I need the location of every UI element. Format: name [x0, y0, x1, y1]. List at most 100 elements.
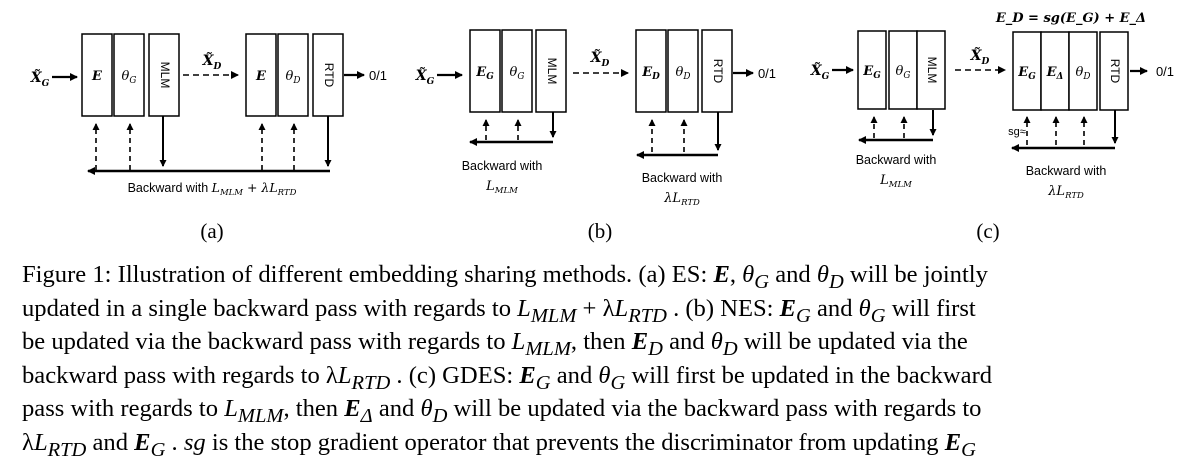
discriminator-block-1	[1012, 31, 1042, 111]
caption-math-sub: D	[722, 337, 738, 360]
caption-text: and	[810, 294, 859, 322]
caption-math: + λ	[576, 294, 615, 322]
generator-block-1	[857, 30, 887, 110]
caption-line-2: updated in a single backward pass with r…	[22, 292, 1184, 327]
caption-line-3: be updated via the backward pass with re…	[22, 325, 1184, 360]
caption-text: will first	[885, 294, 976, 322]
caption-math: λ	[22, 428, 34, 456]
generator-block-2-label: θG	[122, 69, 137, 86]
caption-math: E	[713, 261, 730, 288]
discriminator-block-1	[635, 29, 667, 113]
generator-block-2-label: θG	[896, 64, 911, 81]
discriminator-block-4-label: RTD	[1108, 59, 1122, 84]
caption-math-sub: G	[754, 270, 770, 293]
discriminator-block-3-label: θD	[1076, 65, 1091, 82]
backward-label: Backward with LMLM + λLRTD	[128, 180, 297, 198]
caption-math: sg	[183, 428, 206, 456]
caption-line-4: backward pass with regards to λLRTD . (c…	[22, 359, 1184, 394]
stop-gradient-label: sg≈	[1008, 126, 1026, 138]
caption-math: L	[224, 395, 238, 422]
caption-math: E	[779, 294, 797, 322]
discriminator-backward-label-line2: λLRTD	[1047, 184, 1084, 201]
caption-math-sub: MLM	[530, 304, 577, 327]
caption-math: L	[517, 294, 531, 322]
caption-text: and	[662, 328, 711, 355]
caption-math-sub: MLM	[525, 337, 571, 360]
caption-text: pass with regards to	[22, 395, 225, 422]
panel-label-b: (b)	[588, 219, 613, 243]
caption-math: L	[337, 361, 352, 389]
generator-block-1-label: EG	[475, 65, 494, 82]
generator-block-3	[535, 29, 567, 113]
caption-line-1: Figure 1: Illustration of different embe…	[22, 258, 1184, 293]
caption-math: θ	[858, 294, 871, 322]
caption-text: , then	[570, 328, 632, 355]
figure-caption: Figure 1: Illustration of different embe…	[22, 258, 1184, 461]
caption-math-sub: G	[796, 304, 811, 327]
caption-math-sub: G	[870, 304, 886, 327]
caption-math: θ	[598, 361, 611, 389]
generator-block-3-label: MLM	[158, 62, 172, 89]
caption-text: Figure 1: Illustration of different embe…	[22, 261, 714, 288]
caption-text: and	[769, 261, 817, 288]
discriminator-backward-label-line1: Backward with	[1026, 164, 1107, 178]
discriminator-block-2-label: θD	[286, 69, 301, 86]
discriminator-block-1-label: ED	[641, 65, 660, 82]
ed-equation-label: E_D = sg(E_G) + E_Δ	[995, 11, 1146, 26]
discriminator-block-2	[277, 33, 309, 117]
caption-math-sub: D	[828, 270, 844, 293]
generator-backward-label-line2: LMLM	[879, 173, 912, 190]
caption-math: E	[344, 395, 361, 422]
caption-text: and	[86, 428, 135, 456]
discriminator-block-3	[1068, 31, 1098, 111]
output-label: 0/1	[369, 68, 387, 83]
discriminator-block-2-label: θD	[676, 65, 691, 82]
generator-block-1-label: EG	[862, 64, 881, 81]
caption-math-sub: Δ	[360, 404, 373, 427]
caption-math: L	[511, 328, 526, 355]
caption-text: and	[550, 361, 599, 389]
discriminator-backward-label-line1: Backward with	[642, 171, 723, 185]
caption-text: ,	[729, 261, 743, 288]
output-label: 0/1	[758, 66, 776, 81]
xd-label: X̃D	[970, 46, 990, 67]
input-xg-label: X̃G	[30, 68, 50, 89]
generator-block-2-label: θG	[510, 65, 525, 82]
generator-block-3-label: MLM	[545, 58, 559, 85]
generator-block-2	[888, 30, 918, 110]
caption-math: E	[631, 328, 649, 355]
generator-block-1-label: E	[91, 69, 103, 84]
caption-math: L	[614, 294, 629, 322]
discriminator-block-2	[667, 29, 699, 113]
caption-math: θ	[710, 328, 723, 355]
caption-text: . (b) NES:	[666, 294, 780, 322]
caption-math: L	[33, 428, 48, 456]
xd-label: X̃D	[590, 48, 610, 69]
discriminator-block-1-label: E	[255, 69, 267, 84]
caption-text: backward pass with regards to	[22, 361, 326, 389]
discriminator-block-1-label: EG	[1017, 65, 1036, 82]
caption-math: θ	[816, 261, 829, 288]
output-label: 0/1	[1156, 64, 1174, 79]
generator-block-2	[501, 29, 533, 113]
caption-math-sub: G	[535, 371, 551, 394]
discriminator-block-1	[245, 33, 277, 117]
caption-math-sub: MLM	[237, 404, 284, 427]
discriminator-block-3	[701, 29, 733, 113]
discriminator-block-2	[1040, 31, 1070, 111]
caption-math: λ	[325, 361, 338, 389]
generator-block-3	[148, 33, 180, 117]
caption-math: θ	[420, 395, 433, 422]
discriminator-block-3-label: RTD	[322, 63, 336, 88]
panel-label-a: (a)	[200, 219, 223, 243]
caption-text: . (c) GDES:	[390, 361, 520, 389]
generator-backward-label-line1: Backward with	[856, 153, 937, 167]
caption-text: updated in a single backward pass with r…	[22, 294, 518, 322]
discriminator-backward-label-line2: λLRTD	[663, 191, 700, 208]
caption-math: E	[134, 428, 151, 456]
caption-text: and	[372, 395, 421, 422]
caption-line-6: λLRTD and EG . sg is the stop gradient o…	[22, 426, 1184, 461]
caption-text: , then	[283, 395, 345, 422]
caption-math-sub: RTD	[351, 371, 391, 394]
caption-text: will be updated via the	[737, 328, 968, 355]
